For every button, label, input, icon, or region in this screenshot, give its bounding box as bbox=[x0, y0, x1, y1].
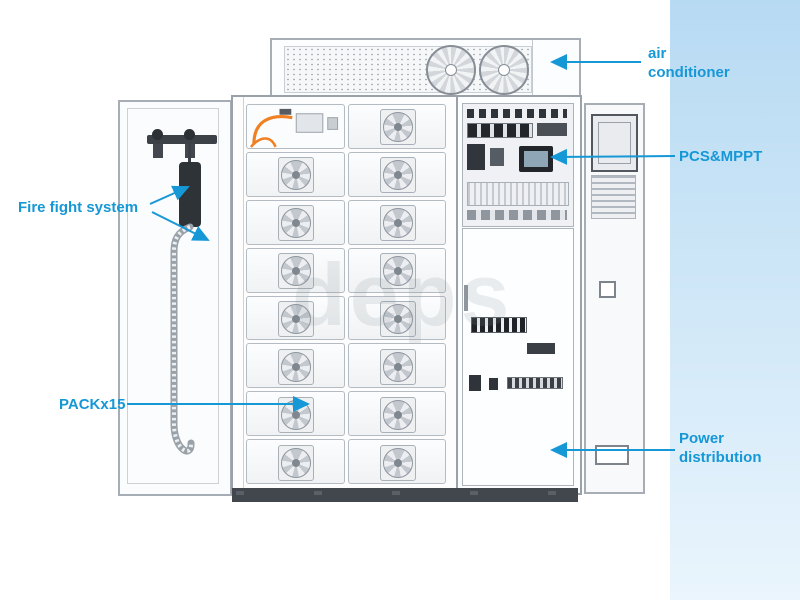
label-air-line2: conditioner bbox=[648, 64, 730, 81]
battery-pack bbox=[347, 391, 446, 437]
battery-pack bbox=[347, 439, 446, 484]
label-power-distribution: Power distribution bbox=[679, 429, 762, 467]
fire-system-cabinet bbox=[118, 100, 232, 496]
battery-pack bbox=[246, 151, 345, 197]
battery-pack bbox=[347, 343, 446, 389]
fan-icon bbox=[379, 157, 416, 194]
distribution-module bbox=[527, 343, 555, 354]
label-pack-x15: PACKx15 bbox=[59, 396, 126, 413]
side-panel bbox=[584, 103, 645, 494]
fire-cabinet-inner-frame bbox=[127, 108, 219, 484]
fan-icon bbox=[278, 396, 315, 433]
battery-pack bbox=[246, 439, 345, 484]
battery-pack bbox=[347, 104, 446, 149]
pcs-mppt-unit bbox=[462, 103, 574, 227]
fire-manifold bbox=[147, 135, 217, 144]
fan-icon bbox=[379, 300, 416, 337]
door-handle bbox=[464, 285, 468, 311]
battery-pack bbox=[347, 151, 446, 197]
battery-pack bbox=[347, 247, 446, 293]
battery-pack bbox=[246, 295, 345, 341]
pcs-vent-slots bbox=[467, 182, 569, 206]
fire-valve-icon bbox=[184, 129, 195, 140]
fan-icon bbox=[379, 396, 416, 433]
pcs-module bbox=[490, 148, 504, 166]
fan-icon bbox=[379, 348, 416, 385]
pcs-breaker-row bbox=[467, 123, 533, 138]
distribution-terminal-strip bbox=[507, 377, 563, 389]
battery-pack bbox=[246, 343, 345, 389]
fan-icon bbox=[278, 444, 315, 481]
control-wiring-icon bbox=[249, 108, 339, 148]
label-air-line1: air bbox=[648, 45, 667, 62]
ac-fan-icon bbox=[426, 45, 476, 95]
distribution-component bbox=[489, 378, 498, 390]
fan-icon bbox=[278, 348, 315, 385]
ac-fan-icon bbox=[479, 45, 529, 95]
cabinet-base bbox=[232, 488, 578, 502]
battery-pack bbox=[347, 295, 446, 341]
fire-valve-icon bbox=[152, 129, 163, 140]
battery-pack bbox=[246, 199, 345, 245]
battery-pack bbox=[246, 391, 345, 437]
fan-icon bbox=[379, 444, 416, 481]
fan-icon bbox=[278, 157, 315, 194]
fire-suppression-tank bbox=[179, 162, 201, 227]
air-conditioner-unit bbox=[270, 38, 581, 101]
fan-icon bbox=[379, 253, 416, 290]
fan-icon bbox=[278, 205, 315, 242]
label-fire-fight-system: Fire fight system bbox=[18, 199, 139, 216]
battery-cabinet-frame-line bbox=[243, 97, 244, 489]
pcs-module bbox=[467, 144, 485, 170]
fire-valve-body bbox=[153, 144, 163, 158]
battery-pack bbox=[347, 199, 446, 245]
distribution-component bbox=[469, 375, 481, 391]
side-panel-box bbox=[591, 114, 638, 172]
pcs-display-screen bbox=[519, 146, 553, 172]
pcs-module bbox=[537, 123, 567, 136]
watermark: deps bbox=[292, 245, 514, 344]
side-panel-vent bbox=[591, 175, 636, 219]
fan-icon bbox=[379, 205, 416, 242]
fan-icon bbox=[379, 109, 416, 146]
label-air-conditioner: air conditioner bbox=[648, 44, 730, 82]
control-module bbox=[246, 104, 345, 149]
distribution-breaker-row bbox=[471, 317, 527, 333]
label-power-line2: distribution bbox=[679, 449, 762, 466]
fan-icon bbox=[278, 300, 315, 337]
pcs-indicator-row bbox=[467, 109, 567, 118]
highlight-band bbox=[670, 0, 800, 600]
label-power-line1: Power bbox=[679, 430, 725, 447]
label-pcs-mppt: PCS&MPPT bbox=[679, 148, 763, 165]
side-panel-plate bbox=[595, 445, 629, 465]
side-panel-socket bbox=[599, 281, 616, 298]
fire-pipe-connector bbox=[188, 144, 191, 164]
ac-divider bbox=[532, 40, 533, 95]
pcs-terminal-row bbox=[467, 210, 567, 220]
fan-icon bbox=[278, 253, 315, 290]
battery-pack bbox=[246, 247, 345, 293]
